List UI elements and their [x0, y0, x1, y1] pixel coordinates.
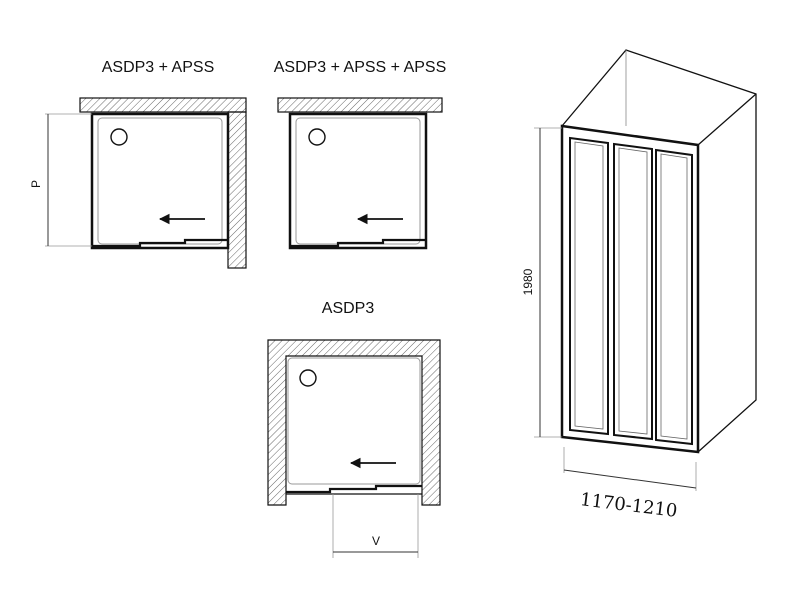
door-panel-3 — [655, 148, 693, 446]
top-wall — [277, 97, 443, 113]
door-panel-2 — [613, 142, 653, 441]
depth-label: P — [29, 180, 43, 188]
diagram-corner-double: ASDP3 + APSS + APSS — [274, 59, 447, 250]
height-label: 1980 — [521, 268, 535, 295]
enclosure-3d: 1980 1170-1210 — [521, 49, 757, 522]
diagram-niche: ASDP3 V — [267, 300, 441, 558]
shower-tray — [97, 117, 223, 245]
diagram-corner-single: ASDP3 + APSS P — [29, 59, 247, 269]
door-panel-1 — [569, 136, 609, 436]
niche-walls — [267, 339, 441, 506]
width-dimension-line — [563, 469, 697, 489]
door-track — [290, 238, 426, 248]
drain-icon — [299, 369, 317, 387]
right-wall — [227, 111, 247, 269]
enclosure-width-label: 1170-1210 — [579, 489, 679, 522]
width-label: V — [372, 534, 380, 548]
door-track — [286, 484, 422, 494]
shower-frame — [90, 112, 230, 250]
title-corner-single: ASDP3 + APSS — [102, 59, 215, 76]
drain-icon — [308, 128, 326, 146]
door-frame — [560, 124, 700, 454]
shower-tray — [295, 117, 421, 245]
top-wall — [79, 97, 247, 113]
shower-tray — [287, 357, 421, 485]
drain-icon — [110, 128, 128, 146]
title-niche: ASDP3 — [322, 300, 375, 317]
title-corner-double: ASDP3 + APSS + APSS — [274, 59, 447, 76]
enclosure-outline — [561, 49, 757, 453]
shower-frame — [288, 112, 428, 250]
door-track — [92, 238, 228, 248]
